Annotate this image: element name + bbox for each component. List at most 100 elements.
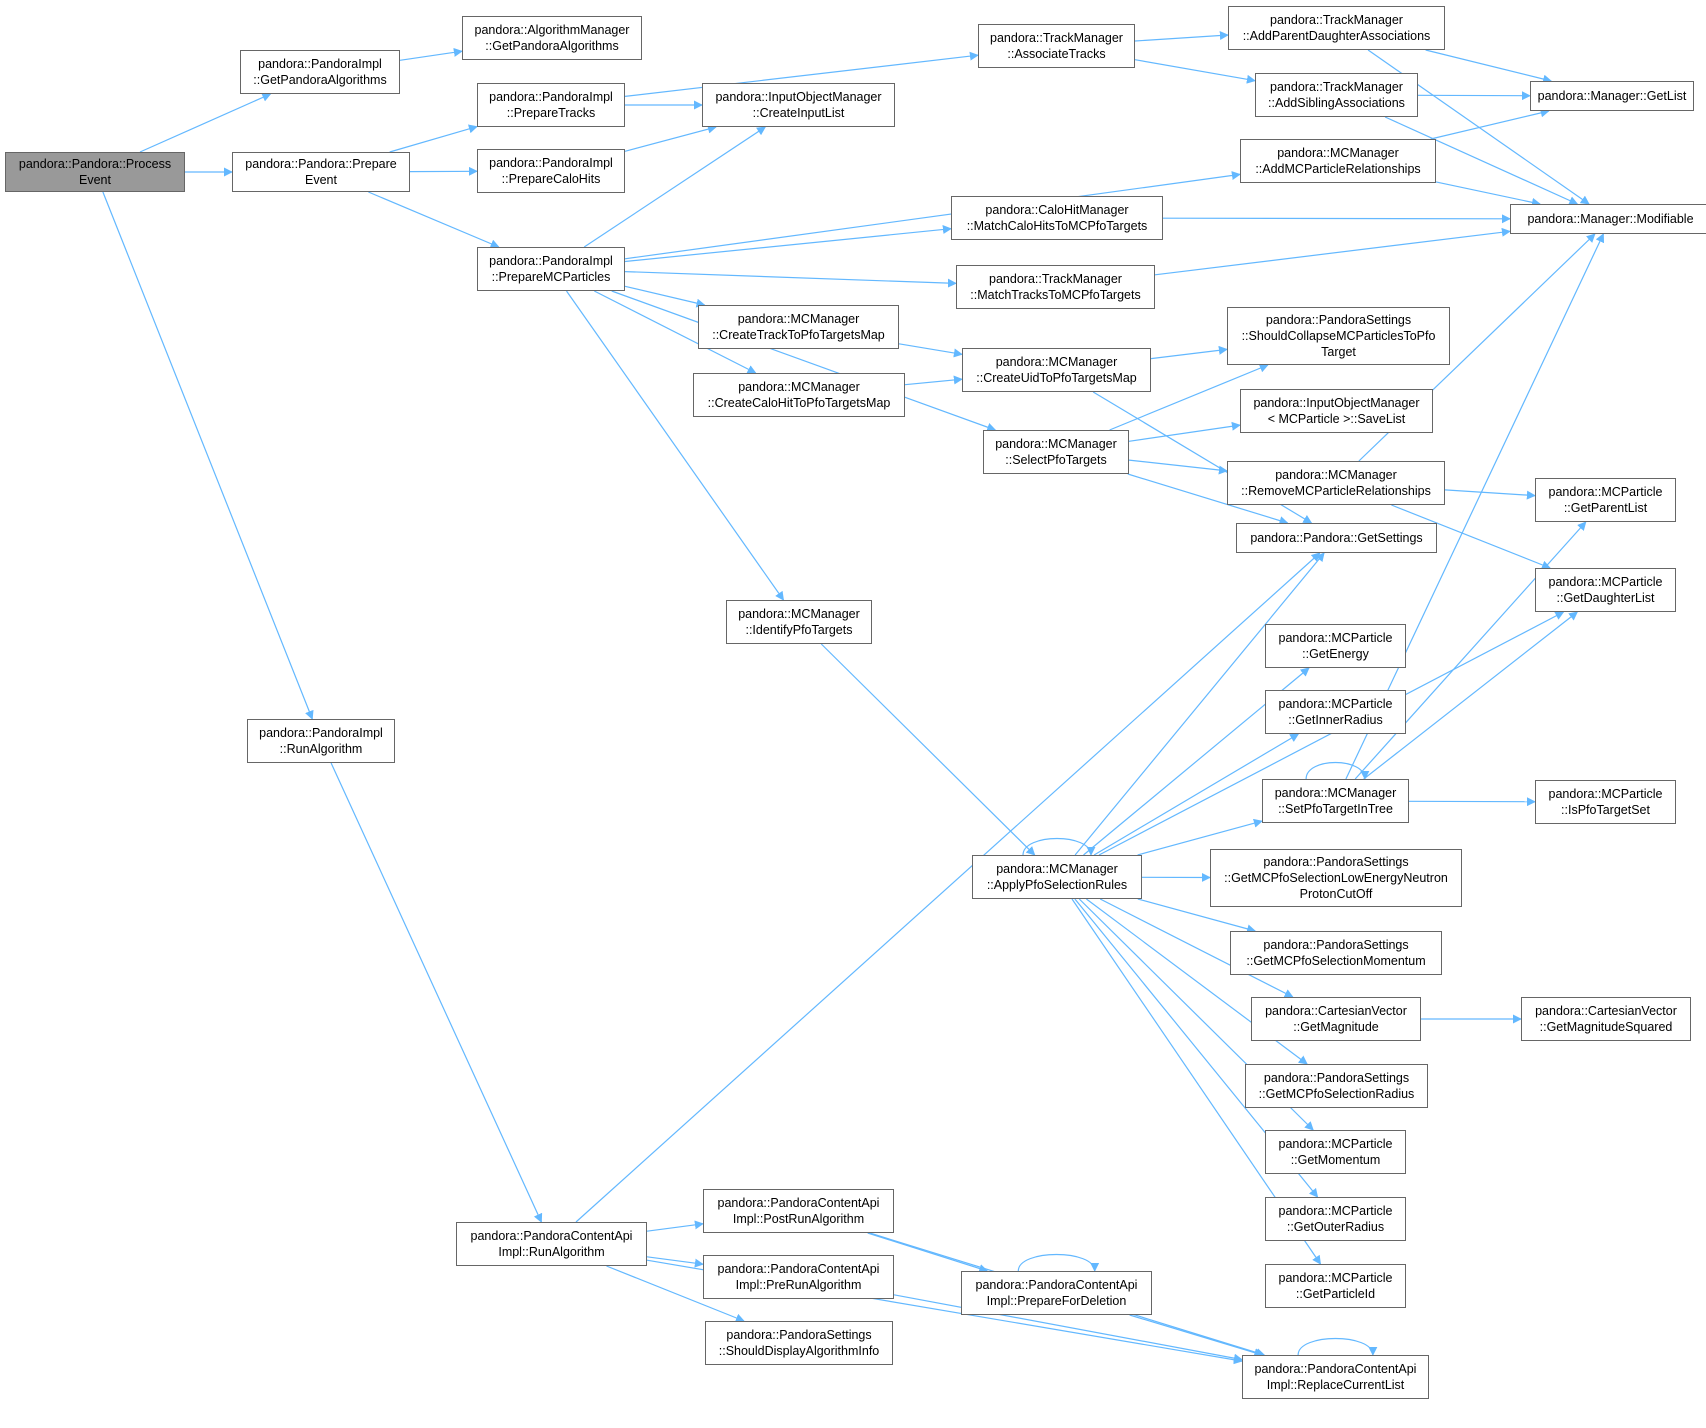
node-label-line: pandora::TrackManager <box>1270 80 1403 94</box>
edge-preparecalohits-to-createinputlist <box>624 124 717 152</box>
node-label-line: ::RemoveMCParticleRelationships <box>1241 484 1431 498</box>
edge-setpfotargetintree-to-setpfotargetintree <box>1305 762 1370 780</box>
node-getpandoraalgorithms-impl[interactable]: pandora::PandoraImpl::GetPandoraAlgorith… <box>240 50 400 94</box>
node-preparemcparticles[interactable]: pandora::PandoraImpl::PrepareMCParticles <box>477 247 625 291</box>
node-label-line: pandora::InputObjectManager <box>715 90 882 104</box>
node-label-line: pandora::CaloHitManager <box>985 203 1129 217</box>
node-label-line: Impl::PreRunAlgorithm <box>735 1278 862 1292</box>
node-matchcalohits[interactable]: pandora::CaloHitManager::MatchCaloHitsTo… <box>951 196 1163 240</box>
node-preparecalohits[interactable]: pandora::PandoraImpl::PrepareCaloHits <box>477 149 625 193</box>
node-associatetracks[interactable]: pandora::TrackManager::AssociateTracks <box>978 24 1135 68</box>
node-matchtracks[interactable]: pandora::TrackManager::MatchTracksToMCPf… <box>956 265 1155 309</box>
node-label-line: pandora::MCManager <box>738 380 860 394</box>
node-label-line: pandora::MCManager <box>995 355 1118 369</box>
node-label-line: ::PrepareMCParticles <box>491 270 611 284</box>
node-label-line: pandora::PandoraImpl <box>489 90 613 104</box>
node-getparticleid[interactable]: pandora::MCParticle::GetParticleId <box>1265 1264 1406 1308</box>
node-shouldcollapse[interactable]: pandora::PandoraSettings::ShouldCollapse… <box>1227 307 1450 365</box>
edge-preparemcparticles-to-matchcalohits <box>624 225 952 263</box>
edge-prepareevent-to-preparetracks <box>389 124 478 153</box>
edge-addmcparticlerel-to-modifiable <box>1435 181 1541 207</box>
node-addsibling[interactable]: pandora::TrackManager::AddSiblingAssocia… <box>1255 73 1418 117</box>
node-label-line: ::GetParentList <box>1563 501 1648 515</box>
node-label-line: pandora::Manager::GetList <box>1537 89 1687 103</box>
node-getpandoraalgorithms-mgr[interactable]: pandora::AlgorithmManager::GetPandoraAlg… <box>462 16 642 60</box>
node-createuidtopfo[interactable]: pandora::MCManager::CreateUidToPfoTarget… <box>962 348 1151 392</box>
node-ispfotargetset[interactable]: pandora::MCParticle::IsPfoTargetSet <box>1535 780 1676 824</box>
node-label-line: ::ApplyPfoSelectionRules <box>986 878 1128 892</box>
node-createcalohittopfo[interactable]: pandora::MCManager::CreateCaloHitToPfoTa… <box>693 373 905 417</box>
node-identifypfotargets[interactable]: pandora::MCManager::IdentifyPfoTargets <box>726 600 872 644</box>
edge-preparemcparticles-to-matchtracks <box>624 271 957 288</box>
node-savelist[interactable]: pandora::InputObjectManager< MCParticle … <box>1240 389 1433 433</box>
node-label-line: ::GetPandoraAlgorithms <box>253 73 387 87</box>
node-label-line: ::GetMomentum <box>1290 1153 1381 1167</box>
node-selectionmomentum[interactable]: pandora::PandoraSettings::GetMCPfoSelect… <box>1230 931 1442 975</box>
node-getdaughterlist[interactable]: pandora::MCParticle::GetDaughterList <box>1535 568 1676 612</box>
node-label-line: Target <box>1321 345 1356 359</box>
node-getmagnitudesquared[interactable]: pandora::CartesianVector::GetMagnitudeSq… <box>1521 997 1691 1041</box>
node-label-line: pandora::PandoraImpl <box>258 57 382 71</box>
node-label-line: pandora::MCManager <box>995 437 1117 451</box>
node-label-line: pandora::MCManager <box>1275 468 1397 482</box>
node-label-line: ::GetMCPfoSelectionLowEnergyNeutron <box>1224 871 1448 885</box>
node-label-line: ProtonCutOff <box>1299 887 1373 901</box>
node-getmomentum[interactable]: pandora::MCParticle::GetMomentum <box>1265 1130 1406 1174</box>
node-createinputlist[interactable]: pandora::InputObjectManager::CreateInput… <box>702 83 895 127</box>
node-label-line: ::SelectPfoTargets <box>1005 453 1107 467</box>
node-getinnerradius[interactable]: pandora::MCParticle::GetInnerRadius <box>1265 690 1406 734</box>
edge-applypfoselection-to-getsettings <box>1074 552 1325 856</box>
node-label-line: pandora::MCParticle <box>1278 1137 1393 1151</box>
node-getouterradius[interactable]: pandora::MCParticle::GetOuterRadius <box>1265 1197 1406 1241</box>
edge-addparentdaughter-to-getlist <box>1425 49 1553 84</box>
node-modifiable[interactable]: pandora::Manager::Modifiable <box>1510 204 1706 234</box>
edge-matchtracks-to-modifiable <box>1154 227 1511 276</box>
node-getenergy[interactable]: pandora::MCParticle::GetEnergy <box>1265 624 1406 668</box>
node-label-line: Event <box>305 173 337 187</box>
node-label-line: pandora::PandoraSettings <box>1263 938 1409 952</box>
edge-applypfoselection-to-getmagnitude <box>1099 898 1294 998</box>
node-getlist[interactable]: pandora::Manager::GetList <box>1530 81 1694 111</box>
node-addparentdaughter[interactable]: pandora::TrackManager::AddParentDaughter… <box>1228 6 1445 50</box>
node-getsettings[interactable]: pandora::Pandora::GetSettings <box>1236 523 1437 553</box>
node-getparentlist[interactable]: pandora::MCParticle::GetParentList <box>1535 478 1676 522</box>
node-selectpfotargets[interactable]: pandora::MCManager::SelectPfoTargets <box>983 430 1129 474</box>
node-label-line: ::GetMagnitudeSquared <box>1539 1020 1673 1034</box>
node-applypfoselection[interactable]: pandora::MCManager::ApplyPfoSelectionRul… <box>972 855 1142 899</box>
node-label-line: ::PrepareTracks <box>506 106 596 120</box>
node-label-line: pandora::MCParticle <box>1278 1271 1393 1285</box>
edge-applypfoselection-to-getinnerradius <box>1093 733 1300 856</box>
node-label-line: ::AddParentDaughterAssociations <box>1242 29 1431 43</box>
edge-matchcalohits-to-modifiable <box>1162 214 1511 224</box>
node-label-line: ::CreateUidToPfoTargetsMap <box>976 371 1137 385</box>
node-setpfotargetintree[interactable]: pandora::MCManager::SetPfoTargetInTree <box>1262 779 1409 823</box>
node-createtracktopfo[interactable]: pandora::MCManager::CreateTrackToPfoTarg… <box>698 305 899 349</box>
node-addmcparticlerel[interactable]: pandora::MCManager::AddMCParticleRelatio… <box>1240 139 1436 183</box>
edge-contentapi-runalgorithm-to-shoulddisplayalgo <box>606 1265 745 1323</box>
node-label-line: ::AssociateTracks <box>1007 47 1106 61</box>
node-removemcparticlerel[interactable]: pandora::MCManager::RemoveMCParticleRela… <box>1227 461 1445 505</box>
node-preparetracks[interactable]: pandora::PandoraImpl::PrepareTracks <box>477 83 625 127</box>
edge-selectpfotargets-to-shouldcollapse <box>1109 363 1269 431</box>
node-label-line: ::CreateInputList <box>752 106 845 120</box>
node-label-line: pandora::Pandora::Process <box>18 157 172 171</box>
node-label-line: ::GetInnerRadius <box>1288 713 1383 727</box>
node-label-line: pandora::PandoraImpl <box>489 254 613 268</box>
node-label-line: pandora::TrackManager <box>1270 13 1403 27</box>
node-selectionradius[interactable]: pandora::PandoraSettings::GetMCPfoSelect… <box>1245 1064 1428 1108</box>
edge-preparemcparticles-to-identifypfotargets <box>566 290 785 601</box>
node-getmagnitude[interactable]: pandora::CartesianVector::GetMagnitude <box>1251 997 1421 1041</box>
node-shoulddisplayalgo[interactable]: pandora::PandoraSettings::ShouldDisplayA… <box>705 1321 893 1365</box>
node-label-line: Impl::RunAlgorithm <box>498 1245 605 1259</box>
node-lowenergyneutron[interactable]: pandora::PandoraSettings::GetMCPfoSelect… <box>1210 849 1462 907</box>
node-runalgorithm-impl[interactable]: pandora::PandoraImpl::RunAlgorithm <box>247 719 395 763</box>
